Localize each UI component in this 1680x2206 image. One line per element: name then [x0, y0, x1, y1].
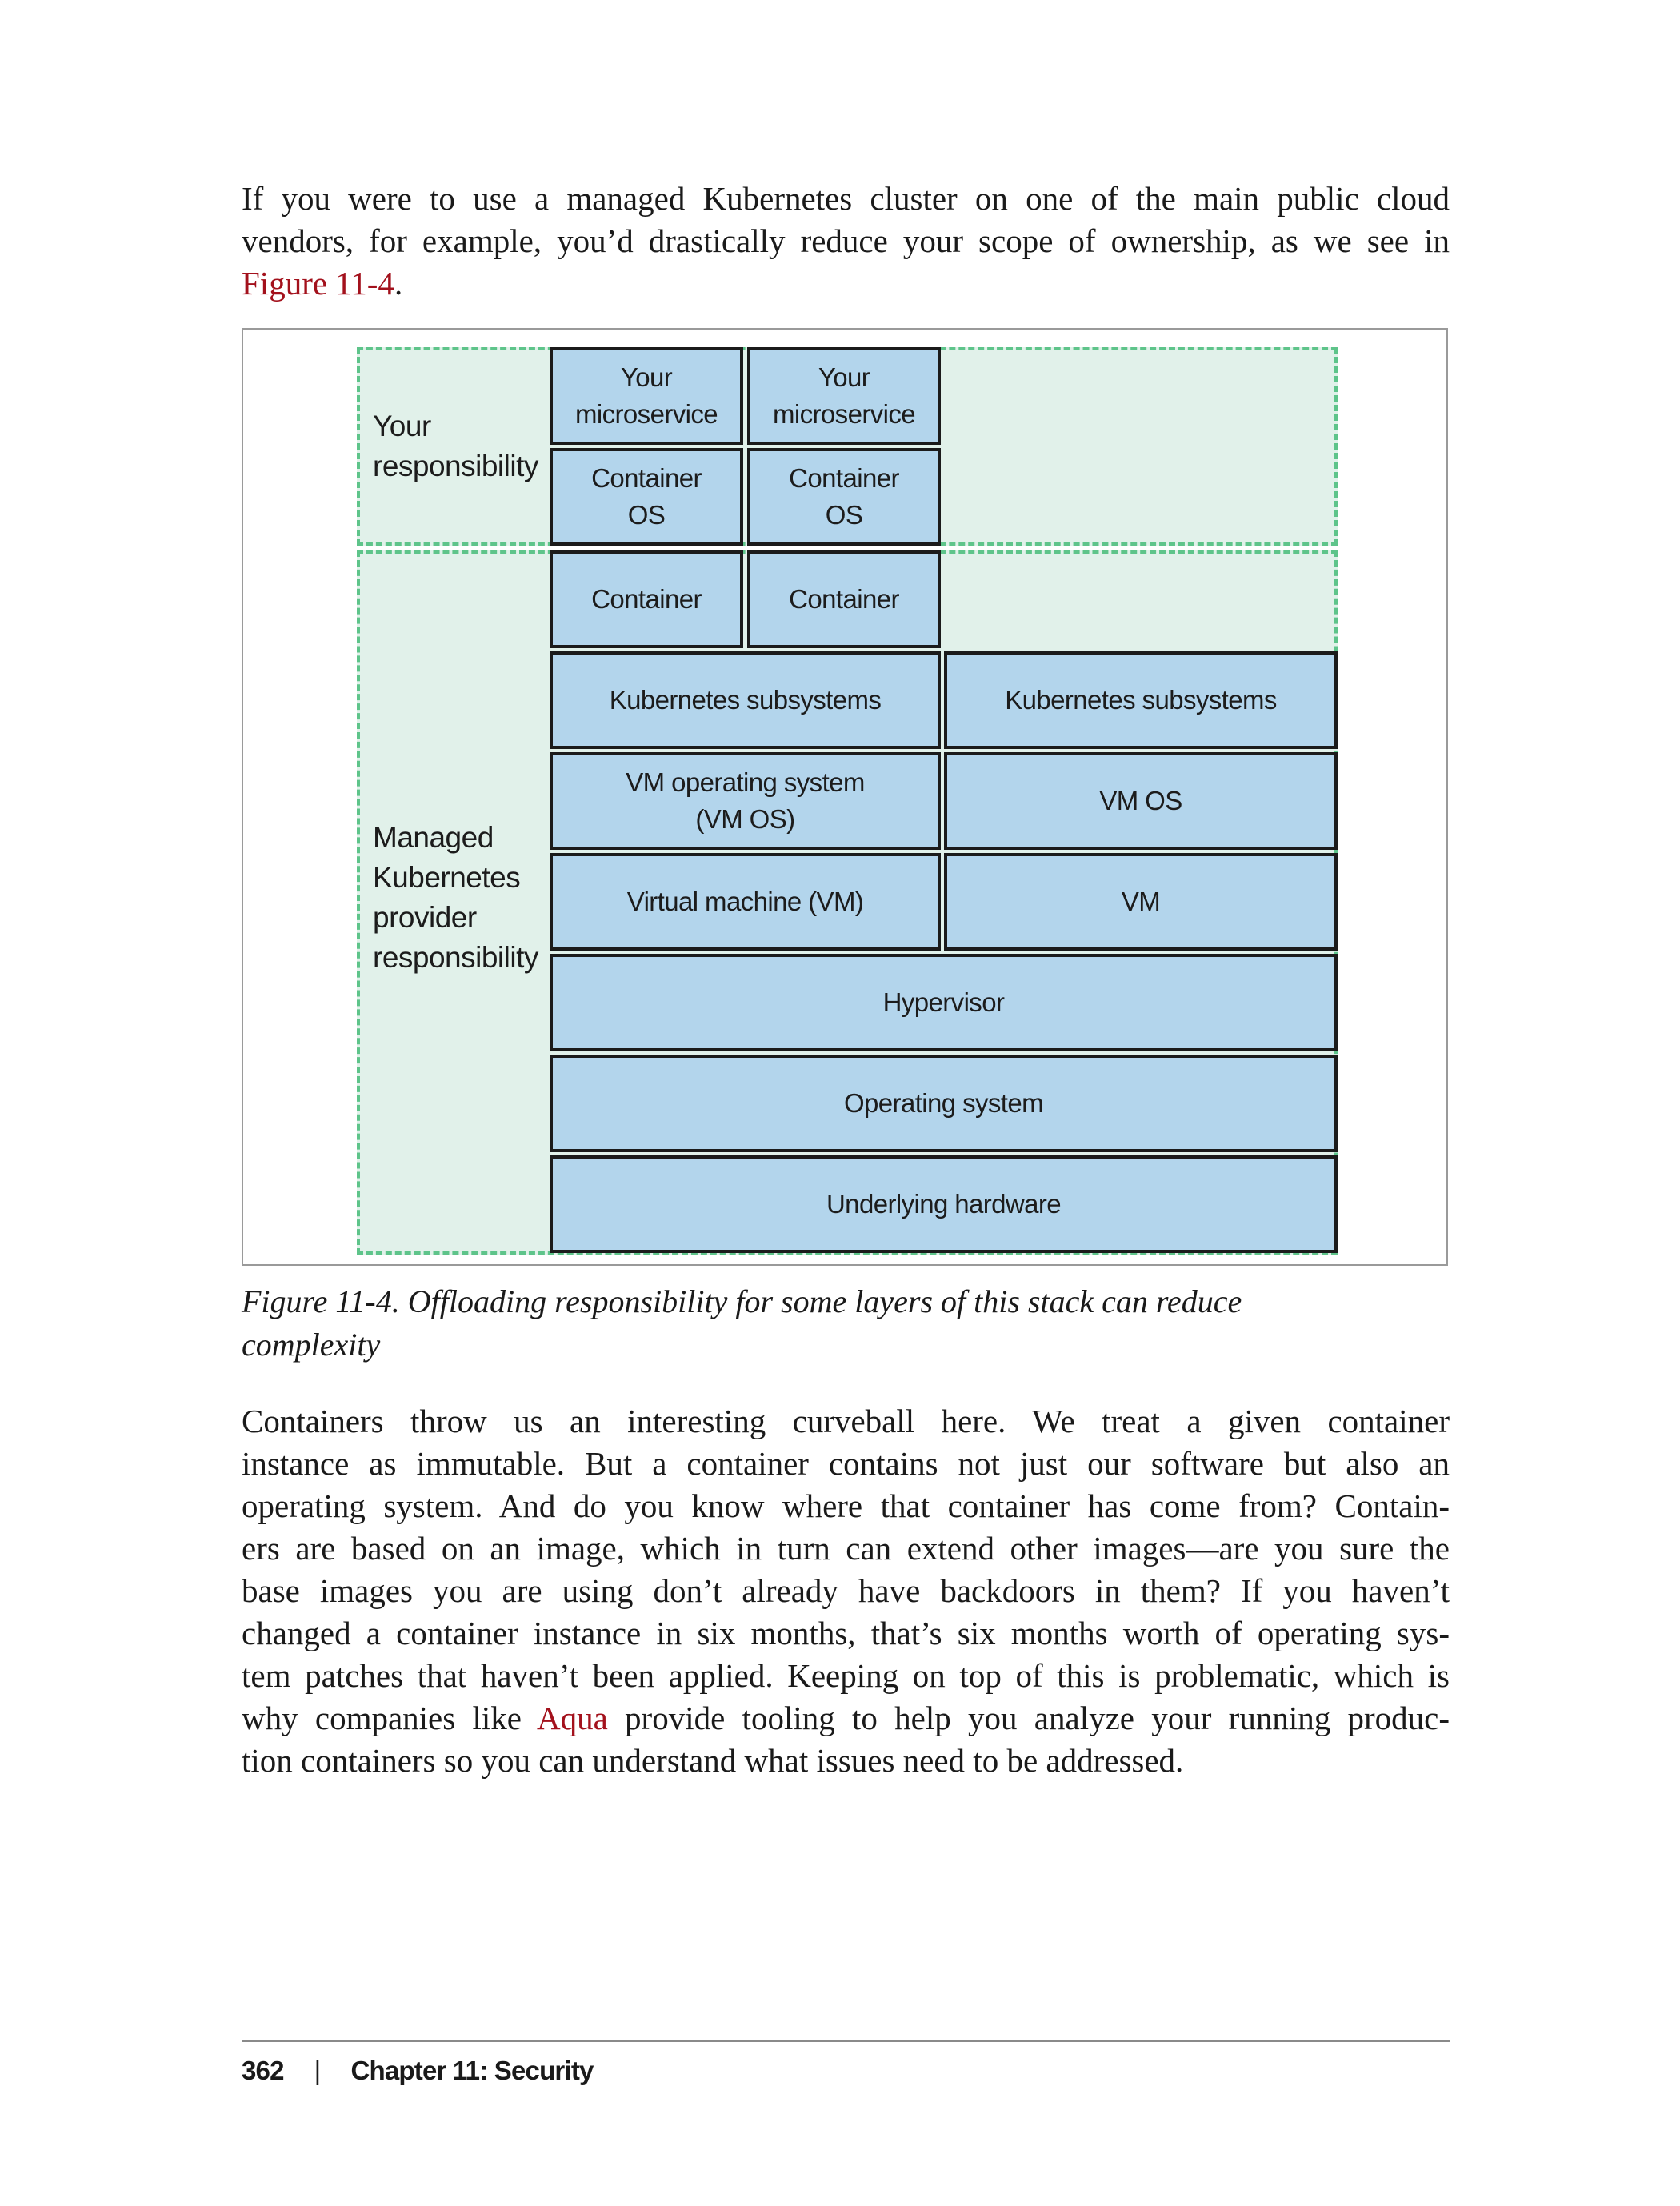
body-line-9: tion containers so you can understand wh… [242, 1742, 1184, 1779]
virtual-machine-block-b: VM [944, 853, 1338, 951]
footer-rule [242, 2040, 1450, 2042]
kubernetes-subsystems-block-a: Kubernetes subsystems [550, 651, 941, 749]
body-paragraph: Containers throw us an interesting curve… [242, 1400, 1450, 1782]
figure-stack-diagram: Your responsibility Managed Kubernetes p… [242, 328, 1448, 1266]
body-line-1: Containers throw us an interesting curve… [242, 1403, 1450, 1439]
body-line-8-post: provide tooling to help you analyze your… [607, 1700, 1450, 1736]
container-os-block-a: Container OS [550, 448, 743, 546]
figure-link[interactable]: Figure 11-4 [242, 265, 394, 302]
intro-line-2: vendors, for example, you’d drastically … [242, 222, 1450, 259]
body-line-2: instance as immutable. But a container c… [242, 1445, 1450, 1482]
underlying-hardware-block: Underlying hardware [550, 1155, 1338, 1253]
container-block-a: Container [550, 550, 743, 648]
body-line-6: changed a container instance in six mont… [242, 1615, 1450, 1651]
intro-end: . [394, 265, 403, 302]
container-os-block-b: Container OS [747, 448, 941, 546]
footer-separator: | [314, 2056, 322, 2085]
body-line-8: why companies like Aqua provide tooling … [242, 1697, 1450, 1740]
caption-line-2: complexity [242, 1327, 381, 1363]
provider-responsibility-label: Managed Kubernetes provider responsibili… [373, 821, 538, 974]
intro-line-1: If you were to use a managed Kubernetes … [242, 180, 1450, 217]
hypervisor-block: Hypervisor [550, 954, 1338, 1051]
aqua-link[interactable]: Aqua [536, 1700, 608, 1736]
operating-system-block: Operating system [550, 1055, 1338, 1152]
container-block-b: Container [747, 550, 941, 648]
body-line-4: ers are based on an image, which in turn… [242, 1530, 1450, 1567]
intro-line-3: Figure 11-4. [242, 262, 1450, 305]
microservice-block-a: Your microservice [550, 347, 743, 445]
virtual-machine-block-a: Virtual machine (VM) [550, 853, 941, 951]
body-line-5: base images you are using don’t already … [242, 1572, 1450, 1609]
body-line-8-pre: why companies like [242, 1700, 537, 1736]
page-number: 362 [242, 2056, 284, 2085]
body-line-7: tem patches that haven’t been applied. K… [242, 1657, 1450, 1694]
microservice-block-b: Your microservice [747, 347, 941, 445]
chapter-title: Chapter 11: Security [350, 2056, 594, 2085]
intro-paragraph: If you were to use a managed Kubernetes … [242, 178, 1450, 305]
your-responsibility-label: Your responsibility [373, 410, 538, 482]
caption-line-1: Figure 11-4. Offloading responsibility f… [242, 1283, 1242, 1319]
figure-caption: Figure 11-4. Offloading responsibility f… [242, 1280, 1442, 1367]
vm-os-block-b: VM OS [944, 752, 1338, 850]
vm-os-block-a: VM operating system (VM OS) [550, 752, 941, 850]
kubernetes-subsystems-block-b: Kubernetes subsystems [944, 651, 1338, 749]
page-footer: 362 | Chapter 11: Security [242, 2053, 594, 2088]
body-line-3: operating system. And do you know where … [242, 1487, 1450, 1524]
